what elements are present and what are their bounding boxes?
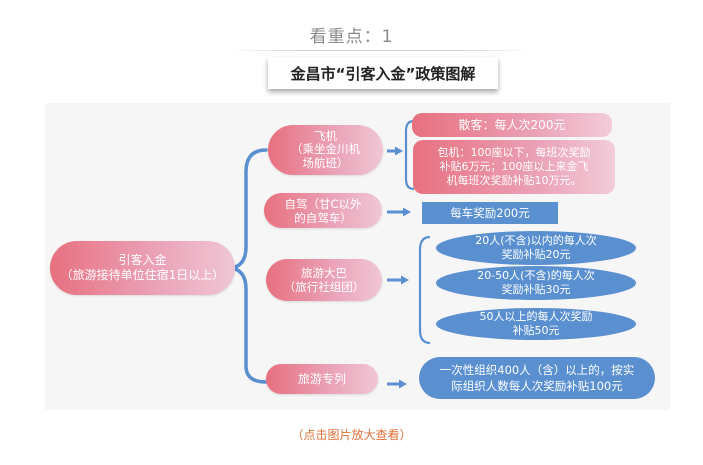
detail-plane-individual: 散客：每人次200元 xyxy=(412,113,612,137)
diagram-title: 金昌市“引客入金”政策图解 xyxy=(268,57,498,89)
branch-brace xyxy=(231,148,268,384)
header-divider xyxy=(230,50,530,51)
detail-train: 一次性组织400人（含）以上的，按实 际组织人数每人次奖励补贴100元 xyxy=(419,357,655,399)
arrow-tourbus xyxy=(387,275,409,285)
detail-tourbus-under20: 20人(不含)以内的每人次 奖励补贴20元 xyxy=(436,231,636,265)
arrow-train xyxy=(387,379,407,389)
detail-tourbus-over50: 50人以上的每人次奖励 补贴50元 xyxy=(436,308,636,340)
bracket-plane xyxy=(404,119,415,191)
section-header: 看重点：1 xyxy=(309,27,394,47)
branch-train: 旅游专列 xyxy=(266,364,378,394)
branch-plane: 飞机 （乘坐金川机 场航班） xyxy=(268,125,383,175)
detail-plane-charter: 包机：100座以下，每班次奖励 补贴6万元；100座以上来金飞 机每班次奖励补贴… xyxy=(413,140,615,194)
arrow-selfdrive xyxy=(387,207,411,217)
detail-selfdrive: 每车奖励200元 xyxy=(422,202,558,224)
branch-tourbus: 旅游大巴 （旅行社组团） xyxy=(266,259,382,301)
branch-selfdrive: 自驾（甘C以外 的自驾车） xyxy=(264,193,382,228)
root-node: 引客入金 （旅游接待单位住宿1日以上） xyxy=(50,241,235,295)
enlarge-hint-link[interactable]: （点击图片放大查看） xyxy=(291,428,412,442)
bracket-tourbus xyxy=(418,235,431,345)
detail-tourbus-20to50: 20-50人(不含)的每人次 奖励补贴30元 xyxy=(436,266,636,300)
arrow-plane xyxy=(387,146,403,156)
